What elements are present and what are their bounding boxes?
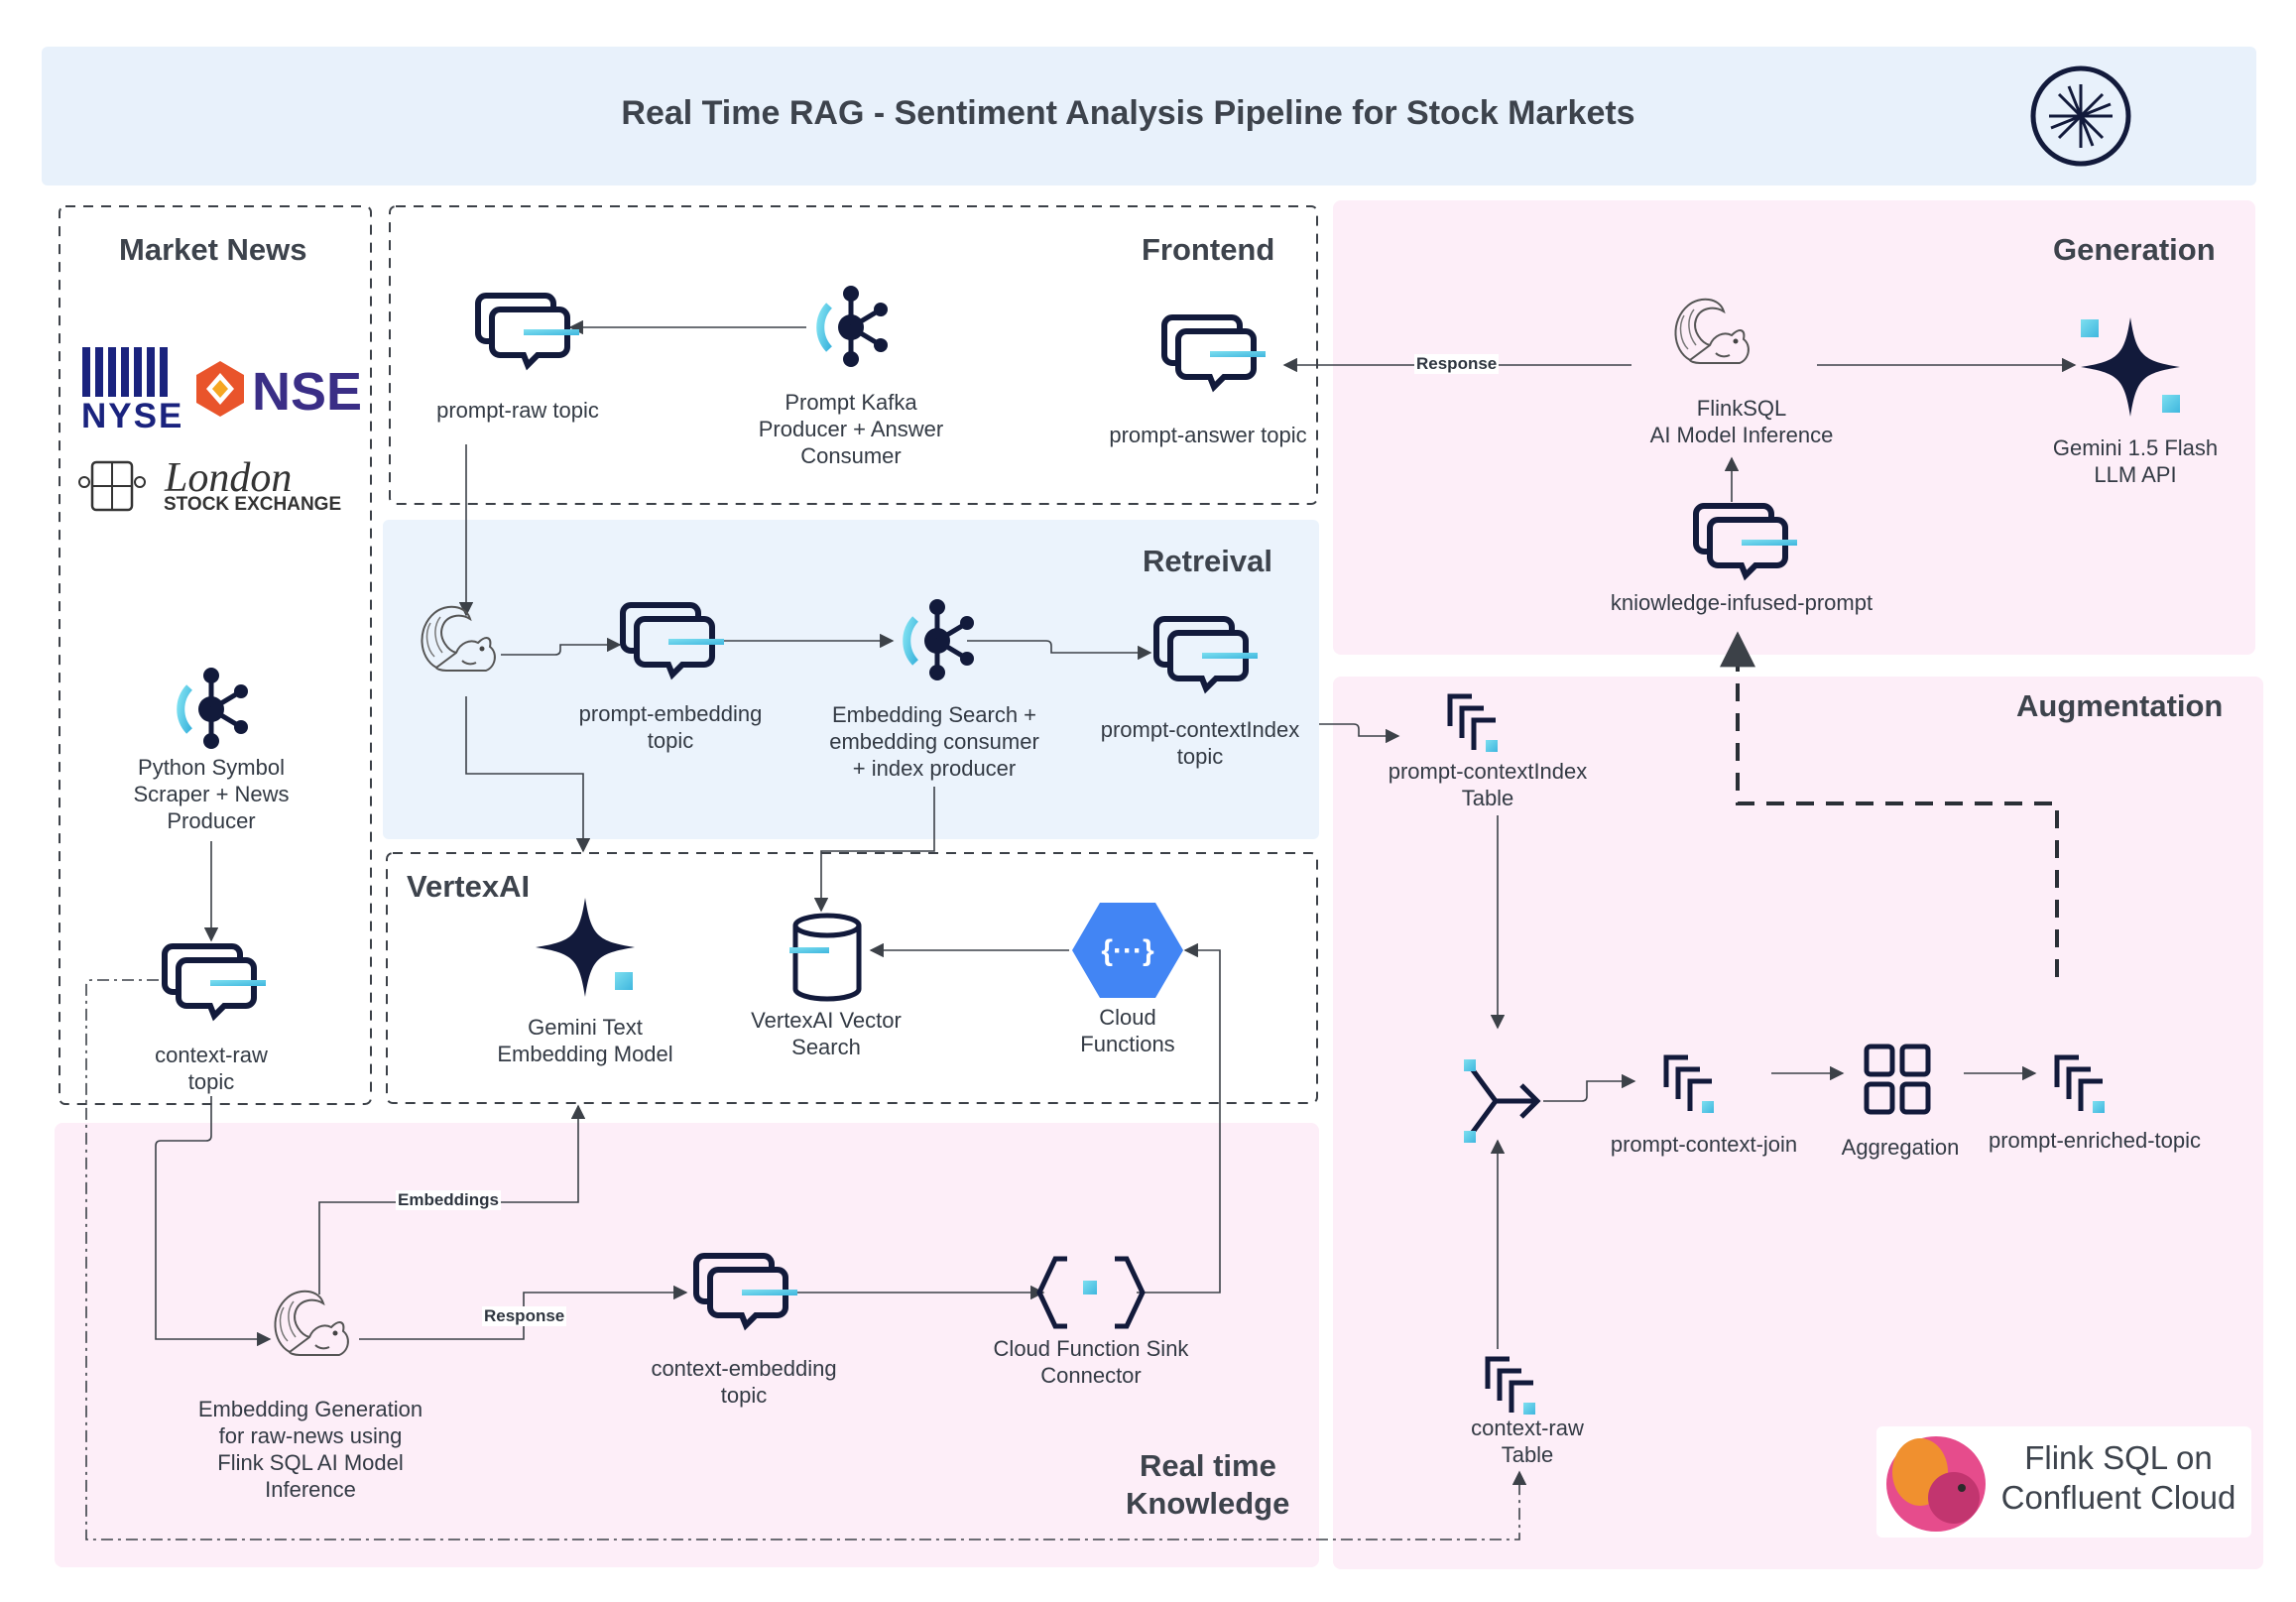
lse-subtitle: STOCK EXCHANGE xyxy=(164,494,342,515)
vector-search-icon xyxy=(789,913,862,1002)
prompt-raw-topic-icon xyxy=(478,296,579,365)
market-news-box xyxy=(59,205,372,1105)
edge-sink-to-functions xyxy=(1137,942,1221,1294)
edge-search-to-contextindex xyxy=(967,640,1152,661)
edge-label-response-bottom: Response xyxy=(482,1306,567,1326)
nse-logo-mark xyxy=(196,361,244,417)
lse-crest-icon xyxy=(78,460,146,512)
flink-squirrel-logo-icon xyxy=(1886,1436,1986,1532)
header-banner xyxy=(42,47,2256,185)
page-title: Real Time RAG - Sentiment Analysis Pipel… xyxy=(621,94,1635,132)
join-icon xyxy=(1464,1059,1541,1143)
label-prompt-answer-topic: prompt-answer topic xyxy=(1109,423,1307,447)
edge-context-raw-topic-to-table xyxy=(85,979,1527,1540)
nse-wordmark: NSE xyxy=(252,362,363,422)
confluent-logo-icon xyxy=(2030,65,2131,167)
edge-flink-to-vertexai xyxy=(465,696,591,853)
edge-join-to-context-join xyxy=(1543,1073,1636,1102)
edge-contextindex-to-table xyxy=(1319,723,1400,744)
section-realtime-2: Knowledge xyxy=(1126,1486,1290,1521)
section-generation: Generation xyxy=(2053,232,2216,267)
section-vertexai: VertexAI xyxy=(407,869,531,904)
edge-search-to-vector xyxy=(813,787,935,913)
prompt-answer-topic-icon xyxy=(1164,317,1266,387)
edge-flink-to-prompt-embedding xyxy=(501,637,622,656)
label-aggregation: Aggregation xyxy=(1841,1135,1960,1160)
london-wordmark: London xyxy=(165,455,293,501)
section-retrieval: Retreival xyxy=(1143,544,1272,578)
label-prompt-context-join: prompt-context-join xyxy=(1610,1132,1798,1157)
section-market-news: Market News xyxy=(119,232,307,267)
gemini-text-accent xyxy=(615,972,633,990)
edge-context-raw-to-embedding-gen xyxy=(155,1096,272,1347)
python-producer-icon xyxy=(181,668,248,749)
section-realtime-1: Real time xyxy=(1140,1448,1276,1483)
gemini-flash-accent-2 xyxy=(2162,395,2180,413)
nyse-logo xyxy=(82,347,168,397)
realtime-knowledge-panel xyxy=(55,1123,1319,1567)
vertexai-box xyxy=(386,852,1318,1104)
retrieval-panel xyxy=(383,520,1319,839)
label-embedding-search: Embedding Search +embedding consumer+ in… xyxy=(829,702,1039,781)
gemini-flash-accent-1 xyxy=(2081,319,2099,337)
edge-label-response-top: Response xyxy=(1414,354,1500,374)
section-frontend: Frontend xyxy=(1142,232,1275,267)
nyse-wordmark: NYSE xyxy=(81,397,184,435)
label-prompt-enriched-topic: prompt-enriched-topic xyxy=(1989,1128,2201,1153)
edge-label-embeddings: Embeddings xyxy=(396,1190,502,1210)
augmentation-panel xyxy=(1333,677,2263,1569)
frontend-box xyxy=(389,205,1318,505)
aggregation-icon xyxy=(1864,1044,1931,1115)
generation-panel xyxy=(1333,200,2255,655)
label-prompt-raw-topic: prompt-raw topic xyxy=(436,398,599,423)
prompt-kafka-icon xyxy=(820,286,888,367)
cloud-functions-icon: {···} xyxy=(1072,903,1183,998)
edge-enriched-to-knowledge-prompt xyxy=(1720,631,2059,977)
label-knowledge-prompt: kniowledge-infused-prompt xyxy=(1610,590,1873,615)
section-augmentation: Augmentation xyxy=(2016,688,2224,723)
sink-connector-icon xyxy=(1036,1256,1146,1329)
svg-text:{···}: {···} xyxy=(1101,934,1154,967)
context-raw-topic-icon xyxy=(165,946,266,1016)
